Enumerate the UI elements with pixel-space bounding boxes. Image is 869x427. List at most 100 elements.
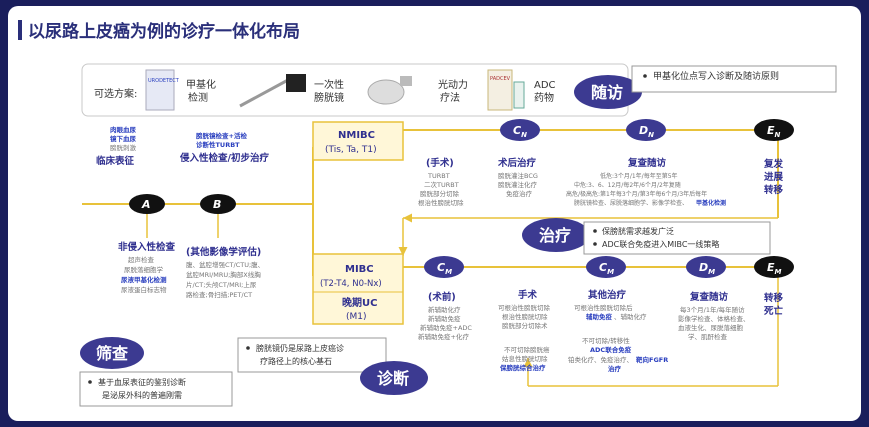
- other-tx-label: 其他治疗: [588, 289, 627, 301]
- other-tx-adc-immuno: ADC联合免疫: [590, 345, 632, 354]
- surgery-m-2: 根治性膀胱切除: [502, 312, 548, 321]
- option-cystoscope-l2: 膀胱镜: [314, 91, 344, 104]
- review-m-label: 复查随访: [689, 291, 729, 303]
- node-cm-2-label: CM: [599, 261, 614, 276]
- node-cn-sub: N: [521, 131, 527, 139]
- other-tx-lower-1: 不可切除/转移性: [582, 336, 630, 345]
- option-pdt: 光动力疗法: [438, 78, 468, 104]
- node-em-sub: M: [775, 268, 782, 276]
- symptom-1: 肉眼血尿: [110, 125, 137, 134]
- postop-label: 术后治疗: [497, 157, 537, 169]
- late-uc-label: 晚期UC: [342, 296, 377, 309]
- other-tx-1: 可根治性膀胱切除后: [574, 303, 633, 312]
- screening-badge-text: 筛查: [96, 344, 128, 363]
- pdt-device-image: [367, 79, 405, 105]
- node-dm: [686, 256, 726, 278]
- symptom-2: 镜下血尿: [110, 134, 137, 143]
- outcome-m-2: 死亡: [763, 305, 784, 317]
- node-dn-sub: N: [648, 131, 654, 139]
- noninvasive-item-1: 超声检查: [128, 255, 155, 264]
- node-cn: [500, 119, 540, 141]
- diagnostic-turbt-text: 诊断性TURBT: [196, 140, 240, 149]
- bullet-icon: [643, 74, 647, 78]
- option-pdt-l2: 疗法: [440, 91, 460, 104]
- followup-badge: [574, 75, 642, 109]
- preop-label: (术前): [428, 291, 456, 303]
- node-dm-sub: M: [708, 268, 715, 276]
- preop-1: 新辅助化疗: [428, 305, 461, 314]
- option-cystoscope-l1: 一次性: [314, 78, 344, 91]
- outcome-n-2: 进展: [764, 171, 784, 183]
- option-cystoscope: 一次性膀胱镜: [314, 78, 344, 104]
- surgery-m-lower-1: 不可切除膀胱癌: [504, 345, 550, 354]
- treatment-note-2: ADC联合免疫进入MIBC一线策略: [602, 239, 719, 249]
- diagnosis-note-box: [237, 337, 387, 373]
- treatment-badge: [522, 218, 590, 252]
- node-b-label: B: [213, 198, 221, 211]
- surgery-m-bladder-preserve: 保膀胱综合治疗: [499, 363, 546, 372]
- review-m-line-1: 每3个月/1年/每年随访: [680, 305, 745, 314]
- nmibc-label: NMIBC: [338, 130, 375, 141]
- cystoscope-screen: [286, 74, 306, 92]
- review-n-line-2: 中危:3、6、12月/每2年/6个月/2年复随: [574, 181, 681, 189]
- node-cm-2-sub: M: [607, 268, 614, 276]
- review-n-label: 复查随访: [627, 157, 667, 169]
- imaging-line-4: 路检查;骨扫描;PET/CT: [186, 290, 252, 299]
- bullet-icon: [246, 346, 250, 350]
- node-dm-main: D: [699, 261, 708, 274]
- node-cm-1-main: C: [437, 261, 445, 274]
- screening-note-line-2: 是泌尿外科的普遍刚需: [102, 390, 182, 400]
- review-m-line-4: 学、肌酐检查: [688, 332, 728, 341]
- node-a-label: A: [141, 198, 151, 211]
- late-uc-sub: (M1): [346, 312, 367, 322]
- review-m-line-2: 影像学检查、体格检查、: [678, 314, 750, 323]
- node-em: [754, 256, 794, 278]
- review-n-line-3: 高危/极高危:第1年每3个月/第3年每6个月/3年后每年: [566, 190, 707, 198]
- node-en: [754, 119, 794, 141]
- preop-3: 新辅助免疫+ADC: [420, 323, 472, 332]
- surgery-top-4: 根治性膀胱切除: [418, 198, 464, 207]
- preop-4: 新辅助免疫+化疗: [418, 332, 469, 341]
- review-n-line-1: 低危:3个月/1年/每年至第5年: [600, 172, 678, 180]
- node-a: [129, 194, 165, 214]
- other-tx-adjuvant-immuno: 辅助免疫: [586, 312, 613, 321]
- noninvasive-item-protein: 尿液蛋白标志物: [121, 285, 167, 294]
- cystoscope-image: [239, 78, 289, 108]
- node-em-label: EM: [767, 261, 782, 276]
- nmibc-box: [312, 121, 404, 161]
- node-cn-label: CN: [513, 124, 527, 139]
- postop-3: 免疫治疗: [506, 189, 533, 198]
- surgery-m-3: 膀胱部分切除术: [502, 321, 548, 330]
- nmibc-sub: (Tis, Ta, T1): [325, 145, 377, 155]
- page-title: 以尿路上皮癌为例的诊疗一体化布局: [28, 21, 300, 42]
- mibc-box: [312, 253, 404, 325]
- diagram-canvas: 以尿路上皮癌为例的诊疗一体化布局 可选方案: URODETECT 甲基化检测 一…: [18, 20, 837, 407]
- methylation-test-image: [145, 69, 175, 111]
- bullet-icon: [593, 229, 597, 233]
- postop-2: 膀胱灌注化疗: [498, 180, 538, 189]
- node-cm-2-main: C: [599, 261, 607, 274]
- pdt-device-part: [400, 76, 412, 86]
- imaging-label: (其他影像学评估): [186, 246, 261, 258]
- followup-badge-text: 随访: [591, 83, 623, 102]
- node-dn-main: D: [639, 124, 648, 137]
- review-n-line-4: 膀胱镜检查、尿脱落细胞学、影像学检查、: [574, 199, 688, 207]
- node-en-sub: N: [775, 131, 781, 139]
- diagnosis-badge: [360, 361, 428, 395]
- noninvasive-item-2: 尿脱落细胞学: [124, 265, 164, 274]
- other-tx-lower-2: 铂类化疗、免疫治疗、: [568, 355, 633, 364]
- slide: 以尿路上皮癌为例的诊疗一体化布局 可选方案: URODETECT 甲基化检测 一…: [8, 6, 861, 421]
- options-label: 可选方案:: [94, 87, 137, 100]
- treatment-badge-text: 治疗: [539, 226, 571, 245]
- imaging-line-2: 盆腔MRI/MRU;胸部X线胸: [186, 270, 261, 279]
- mibc-label: MIBC: [345, 264, 374, 275]
- node-cm-2: [586, 256, 626, 278]
- diagnosis-badge-text: 诊断: [377, 369, 409, 388]
- invasive-exam-label: 侵入性检查/初步治疗: [179, 152, 269, 164]
- mibc-sub: (T2-T4, N0-Nx): [320, 279, 382, 289]
- node-cm-1-label: CM: [437, 261, 452, 276]
- surgery-m-lower-2: 姑息性膀胱切除: [502, 354, 548, 363]
- diagnosis-note-line-1: 膀胱镜仍是尿路上皮癌诊: [256, 343, 344, 353]
- postop-1: 膀胱灌注BCG: [498, 171, 538, 180]
